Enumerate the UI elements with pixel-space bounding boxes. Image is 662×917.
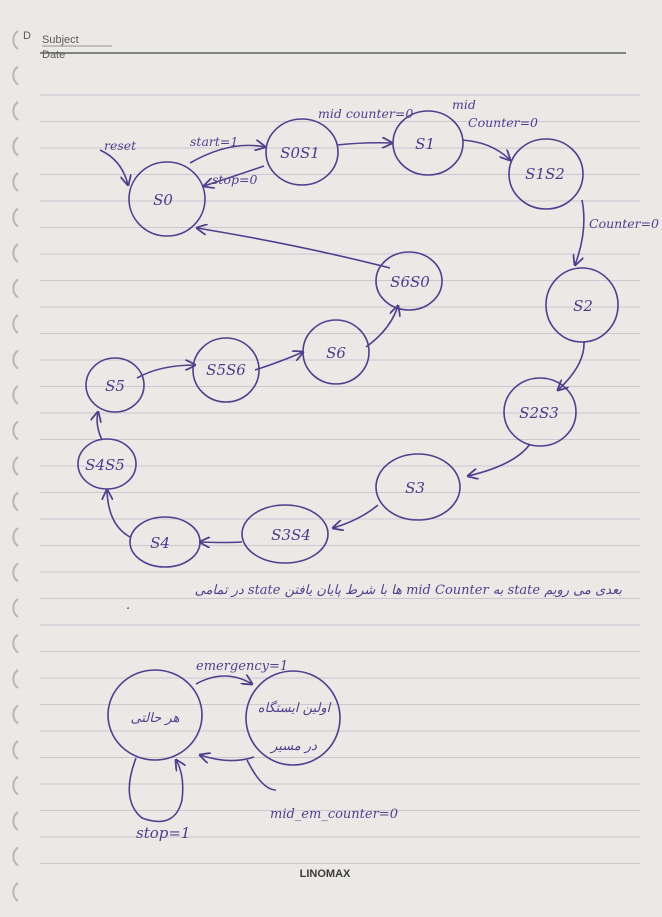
- s5s6-to-s6-arrow: [254, 352, 303, 371]
- stop-loop-label: stop=1: [136, 824, 190, 842]
- mid-em-counter-leader: [246, 759, 277, 791]
- binder-hole: [12, 172, 19, 192]
- s1-to-s1s2-arrow: [461, 139, 510, 160]
- state-s3s4-label: S3S4: [271, 526, 311, 544]
- subject-label: Subject: [42, 34, 79, 46]
- state-s6-label: S6: [326, 344, 346, 362]
- s6-to-s6s0-arrow: [365, 306, 398, 348]
- binder-hole: [12, 491, 19, 512]
- stop-self-loop: [128, 758, 182, 823]
- s1s2-to-s2-arrow: [575, 199, 585, 265]
- state-s4s5-label: S4S5: [85, 456, 125, 474]
- state-s5s6-label: S5S6: [206, 361, 246, 379]
- state-s2-label: S2: [573, 297, 593, 315]
- state-s5-label: S5: [105, 377, 125, 395]
- state-s3-label: S3: [405, 479, 425, 497]
- state-first-station-label-2: در مسیر: [269, 739, 317, 754]
- state-s1s2-label: S1S2: [525, 165, 565, 183]
- binder-hole: [12, 385, 19, 405]
- state-s3: [375, 453, 461, 521]
- s4s5-to-s5-arrow: [97, 412, 103, 441]
- s0s1-to-s0-arrow: [204, 165, 265, 186]
- binder-hole: [12, 349, 19, 370]
- date-prefix-mark: D: [23, 30, 31, 42]
- binder-hole: [12, 811, 19, 831]
- binder-hole: [12, 562, 19, 583]
- state-s1s2: [508, 138, 584, 210]
- binder-hole: [12, 775, 19, 796]
- binder-hole: [12, 136, 19, 157]
- binder-holes: [12, 30, 19, 902]
- state-s1: [392, 110, 464, 176]
- state-s1-label: S1: [415, 135, 435, 153]
- binder-hole: [12, 633, 19, 654]
- state-s3s4: [241, 504, 329, 564]
- state-s0s1: [265, 118, 339, 186]
- binder-hole: [12, 704, 19, 725]
- s2s3-to-s3-arrow: [468, 443, 531, 476]
- s2-to-s2s3-arrow: [558, 341, 585, 390]
- mid-em-counter-label: mid_em_counter=0: [270, 807, 398, 822]
- state-s2s3: [503, 377, 577, 447]
- counter-label-3: Counter=0: [589, 216, 659, 231]
- state-s2: [545, 267, 619, 343]
- emergency-label: emergency=1: [196, 659, 288, 674]
- binder-hole: [12, 30, 19, 50]
- binder-hole: [12, 278, 19, 299]
- binder-hole: [12, 598, 19, 618]
- emergency-arrow: [195, 676, 252, 684]
- s5-to-s5s6-arrow: [136, 365, 195, 379]
- state-s4-label: S4: [150, 534, 170, 552]
- stop-label: stop=0: [212, 172, 257, 187]
- state-s0s1-label: S0S1: [280, 144, 320, 162]
- mid-em-counter-arrow: [200, 755, 255, 761]
- s0s1-to-s1-arrow: [336, 143, 392, 145]
- state-any: [107, 669, 203, 761]
- s3s4-to-s4-arrow: [200, 542, 243, 543]
- binder-hole: [12, 456, 19, 476]
- state-s4: [129, 516, 201, 568]
- binder-hole: [12, 65, 19, 86]
- binder-hole: [12, 243, 19, 263]
- state-s2s3-label: S2S3: [519, 404, 559, 422]
- note-line-1: در تمامی state ها با شرط پایان یافتن mid…: [195, 583, 623, 598]
- note-line-2: .: [126, 598, 130, 613]
- date-label: Date: [42, 49, 65, 61]
- mid-counter-label-1: mid counter=0: [318, 106, 413, 121]
- binder-hole: [12, 527, 19, 547]
- s4-to-s4s5-arrow: [107, 490, 131, 538]
- binder-hole: [12, 669, 19, 689]
- state-s5: [85, 357, 145, 413]
- state-s0: [128, 161, 206, 237]
- state-s0-label: S0: [153, 191, 173, 209]
- binder-hole: [12, 882, 19, 902]
- binder-hole: [12, 846, 19, 867]
- counter-label-2: Counter=0: [468, 115, 538, 130]
- ruled-lines: [40, 94, 640, 864]
- brand-logo: LINOMAX: [300, 868, 351, 880]
- state-first-station: [245, 670, 341, 766]
- state-any-label: هر حالتی: [131, 711, 180, 726]
- state-s6s0-label: S6S0: [390, 273, 430, 291]
- s6s0-to-s0-arrow: [197, 228, 391, 269]
- s0-to-s0s1-arrow: [189, 145, 265, 164]
- binder-hole: [12, 207, 19, 228]
- state-s6: [302, 319, 370, 385]
- state-s5s6: [192, 337, 260, 403]
- binder-hole: [12, 314, 19, 334]
- reset-arrow: [99, 149, 128, 185]
- state-first-station-label-1: اولین ایستگاه: [258, 700, 332, 716]
- binder-hole: [12, 420, 19, 441]
- binder-hole: [12, 101, 19, 121]
- state-s4s5: [77, 438, 137, 490]
- state-s6s0: [375, 251, 443, 311]
- start-label: start=1: [190, 134, 238, 149]
- mid-label-2: mid: [452, 97, 476, 112]
- s3-to-s3s4-arrow: [333, 504, 379, 528]
- binder-hole: [12, 740, 19, 760]
- reset-label: reset: [104, 138, 137, 153]
